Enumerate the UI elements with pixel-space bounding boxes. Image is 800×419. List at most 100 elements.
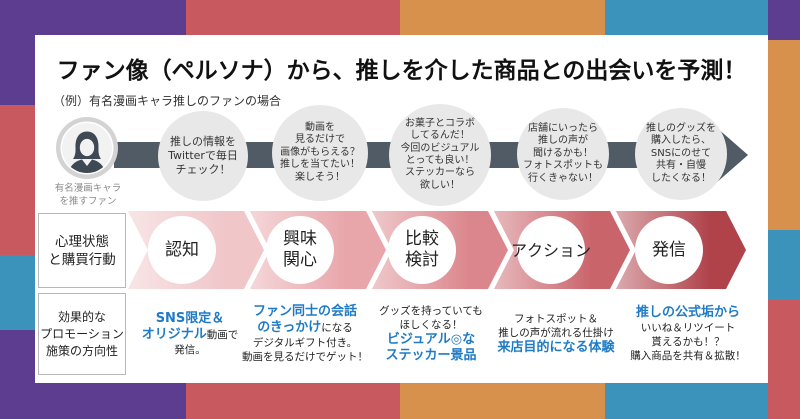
background-block: [0, 255, 35, 330]
thought-line: とっても良い！: [405, 155, 475, 166]
background-block: [400, 383, 605, 419]
promotion-text: 動画で: [206, 329, 239, 341]
row-label-line: 心理状態: [55, 233, 109, 250]
stage-label: 検討: [405, 250, 439, 270]
promotion-highlight: ファン同士の会話: [252, 304, 357, 319]
thought-line: 聞けるかも！: [533, 147, 593, 159]
background-block: [0, 330, 35, 419]
promotion-line: 動画を見るだけでゲット！: [242, 350, 368, 364]
row-label-behavior: 心理状態 と購買行動: [38, 213, 126, 288]
thought-line: 推しの情報を: [170, 135, 236, 148]
promotion-idea: グッズを持っていても ほしくなる！ ビジュアル◎な ステッカー景品: [363, 295, 499, 373]
promotion-highlight: ビジュアル◎な: [386, 332, 476, 347]
promotion-text: 発信。: [174, 344, 206, 356]
stage-label: アクション: [511, 240, 592, 260]
thought-line: 楽しそう！: [295, 171, 345, 183]
promotion-text: ほしくなる！: [399, 319, 463, 331]
stage-badge-share: 発信: [635, 216, 703, 284]
thought-line: 動画を: [305, 121, 335, 133]
promotion-line: フォトスポット＆: [514, 312, 598, 326]
promotion-text: グッズを持っていても: [379, 305, 483, 317]
promotion-line: ビジュアル◎な: [387, 332, 475, 348]
promotion-line: デジタルギフト付き。: [253, 336, 357, 350]
example-subtitle: （例）有名漫画キャラ推しのファンの場合: [53, 94, 282, 108]
stage-badge-interest: 興味 関心: [266, 216, 334, 284]
promotion-text: 貰えるかも！？: [651, 336, 725, 348]
promotion-line: SNS限定＆: [156, 311, 225, 327]
row-label-promotion: 効果的な プロモーション 施策の方向性: [38, 293, 126, 375]
promotion-idea: 推しの公式垢から いいね＆リツイート 貰えるかも！？ 購入商品を共有＆拡散！: [620, 295, 756, 373]
thought-line: お菓子とコラボ: [405, 117, 475, 129]
thought-line: 購入したら、: [651, 135, 711, 147]
promotion-line: 推しの公式垢から: [636, 305, 740, 321]
promotion-line: ファン同士の会話: [253, 304, 357, 320]
thought-line: 店舗にいったら: [528, 122, 598, 134]
background-block: [605, 383, 768, 419]
promotion-line: 推しの声が流れる仕掛け: [498, 326, 614, 340]
promotion-text: 推しの声が流れる仕掛け: [498, 327, 614, 339]
page-title: ファン像（ペルソナ）から、推しを介した商品との出会いを予測！: [56, 58, 747, 84]
promotion-line: 発信。: [174, 343, 206, 357]
background-block: [400, 0, 605, 35]
background-block: [35, 383, 186, 419]
promotion-idea: ファン同士の会話 のきっかけになる デジタルギフト付き。 動画を見るだけでゲット…: [237, 295, 373, 373]
background-block: [605, 0, 768, 35]
background-block: [768, 40, 800, 230]
thought-line: 推しのグッズを: [646, 122, 716, 134]
background-block: [768, 300, 800, 419]
thought-line: Twitterで毎日: [168, 149, 238, 162]
promotion-text: デジタルギフト付き。: [252, 337, 358, 349]
promotion-idea: フォトスポット＆ 推しの声が流れる仕掛け 来店目的になる体験: [488, 295, 624, 373]
promotion-highlight: 来店目的になる体験: [497, 340, 615, 355]
promotion-text: になる: [321, 322, 353, 334]
thought-bubble: 動画を 見るだけで 画像がもらえる？ 推しを当てたい！ 楽しそう！: [272, 105, 368, 201]
background-block: [0, 105, 35, 255]
promotion-highlight: のきっかけ: [257, 320, 322, 335]
promotion-line: オリジナル動画で: [142, 327, 239, 343]
person-icon: [56, 117, 118, 179]
thought-line: 推しを当てたい！: [280, 159, 360, 171]
thought-line: 共有・自慢: [656, 160, 706, 172]
promotion-line: 購入商品を共有＆拡散！: [630, 349, 746, 363]
promotion-text: 購入商品を共有＆拡散！: [630, 350, 746, 362]
promotion-highlight: オリジナル: [141, 327, 207, 342]
stage-label: 興味: [283, 229, 317, 249]
thought-bubble: 推しの情報を Twitterで毎日 チェック！: [158, 111, 248, 201]
thought-line: 欲しい！: [420, 179, 460, 191]
stage-label: 発信: [652, 239, 686, 260]
persona-caption: 有名漫画キャラ を推すファン: [44, 182, 132, 208]
thought-bubble: お菓子とコラボ してるんだ！ 今回のビジュアル とっても良い！ ステッカーなら …: [389, 104, 491, 206]
stage-badge-comparison: 比較 検討: [388, 216, 456, 284]
promotion-text: いいね＆リツイート: [640, 322, 736, 334]
background-block: [186, 383, 400, 419]
thought-line: 画像がもらえる？: [280, 146, 360, 158]
thought-bubble: 推しのグッズを 購入したら、 SNSにのせて 共有・自慢 したくなる！: [635, 108, 727, 200]
background-block: [768, 0, 800, 40]
promotion-line: グッズを持っていても: [379, 304, 483, 318]
background-block: [186, 0, 400, 35]
background-block: [0, 35, 35, 105]
thought-line: ステッカーなら: [405, 167, 475, 179]
row-label-line: 効果的な: [57, 309, 106, 324]
thought-line: SNSにのせて: [650, 147, 712, 159]
promotion-idea: SNS限定＆ オリジナル動画で 発信。: [122, 295, 258, 373]
row-label-line: と購買行動: [48, 251, 116, 268]
background-block: [768, 230, 800, 300]
stage-label: 関心: [283, 250, 317, 270]
thought-line: 今回のビジュアル: [400, 142, 480, 154]
thought-line: したくなる！: [651, 172, 711, 184]
content-card: [35, 35, 768, 383]
row-label-line: プロモーション: [40, 326, 124, 341]
promotion-line: ほしくなる！: [400, 318, 463, 332]
promotion-highlight: ステッカー景品: [385, 348, 477, 363]
thought-line: 行くきゃない！: [528, 172, 598, 184]
promotion-text: 動画を見るだけでゲット！: [242, 351, 368, 363]
stage-label: 比較: [405, 229, 439, 249]
row-label-line: 施策の方向性: [45, 343, 118, 358]
promotion-line: 貰えるかも！？: [651, 335, 724, 349]
thought-line: 推しの声が: [538, 135, 588, 147]
thought-line: 見るだけで: [295, 134, 345, 146]
promotion-line: 来店目的になる体験: [497, 340, 614, 356]
stage-badge-action: アクション: [511, 216, 591, 284]
promotion-highlight: 推しの公式垢から: [635, 305, 740, 320]
